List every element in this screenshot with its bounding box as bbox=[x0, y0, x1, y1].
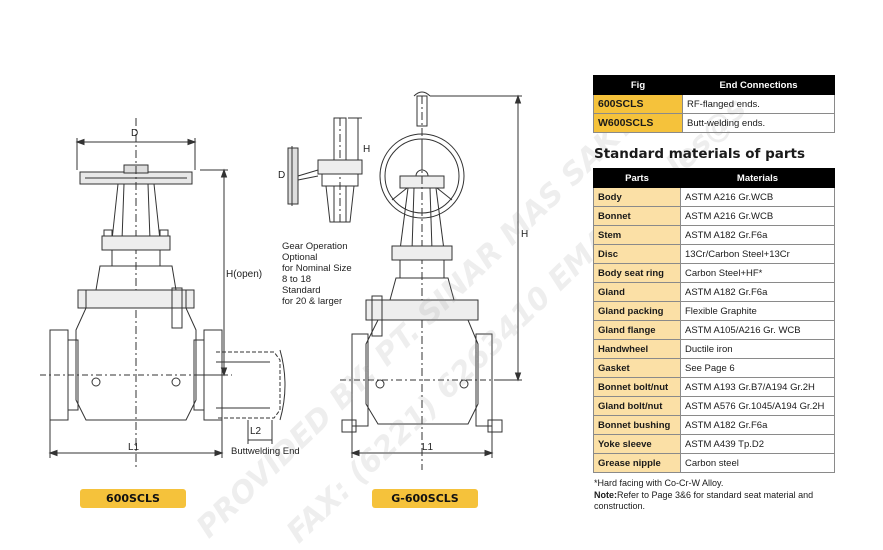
badge-600scls: 600SCLS bbox=[80, 489, 186, 508]
badge-g600scls: G-600SCLS bbox=[372, 489, 478, 508]
materials-title: Standard materials of parts bbox=[594, 146, 806, 162]
left-l2-label: L2 bbox=[250, 426, 262, 437]
gate-valve-g600scls-drawing bbox=[340, 91, 522, 470]
gear-h-label: H bbox=[363, 144, 370, 155]
fig-table-header: Fig End Connections bbox=[593, 75, 835, 95]
footnotes: *Hard facing with Co-Cr-W Alloy. Note:Re… bbox=[594, 478, 844, 513]
right-l1-label: L1 bbox=[422, 442, 434, 453]
gear-d-label: D bbox=[278, 170, 285, 181]
buttwelding-end-label: Buttwelding End bbox=[231, 446, 300, 457]
gear-operator-drawing bbox=[287, 117, 363, 225]
valve-drawings: D H(open) L1 L2 D H H L1 bbox=[40, 91, 528, 470]
table-row: W600SCLS Butt-welding ends. bbox=[593, 113, 835, 133]
gear-operation-note: Gear Operation Optional for Nominal Size… bbox=[282, 241, 352, 307]
gate-valve-600scls-drawing bbox=[40, 118, 286, 470]
materials-table-header: Parts Materials bbox=[593, 168, 835, 188]
table-row: 600SCLS RF-flanged ends. bbox=[593, 94, 835, 114]
hard-facing-note: *Hard facing with Co-Cr-W Alloy. bbox=[594, 478, 724, 488]
right-h-label: H bbox=[521, 229, 528, 240]
left-d-label: D bbox=[131, 128, 138, 139]
left-h-label: H(open) bbox=[226, 269, 262, 280]
seat-material-note: Note:Refer to Page 3&6 for standard seat… bbox=[594, 489, 814, 512]
left-l1-label: L1 bbox=[128, 442, 140, 453]
end-connections-table: Fig End Connections 600SCLS RF-flanged e… bbox=[593, 75, 835, 133]
